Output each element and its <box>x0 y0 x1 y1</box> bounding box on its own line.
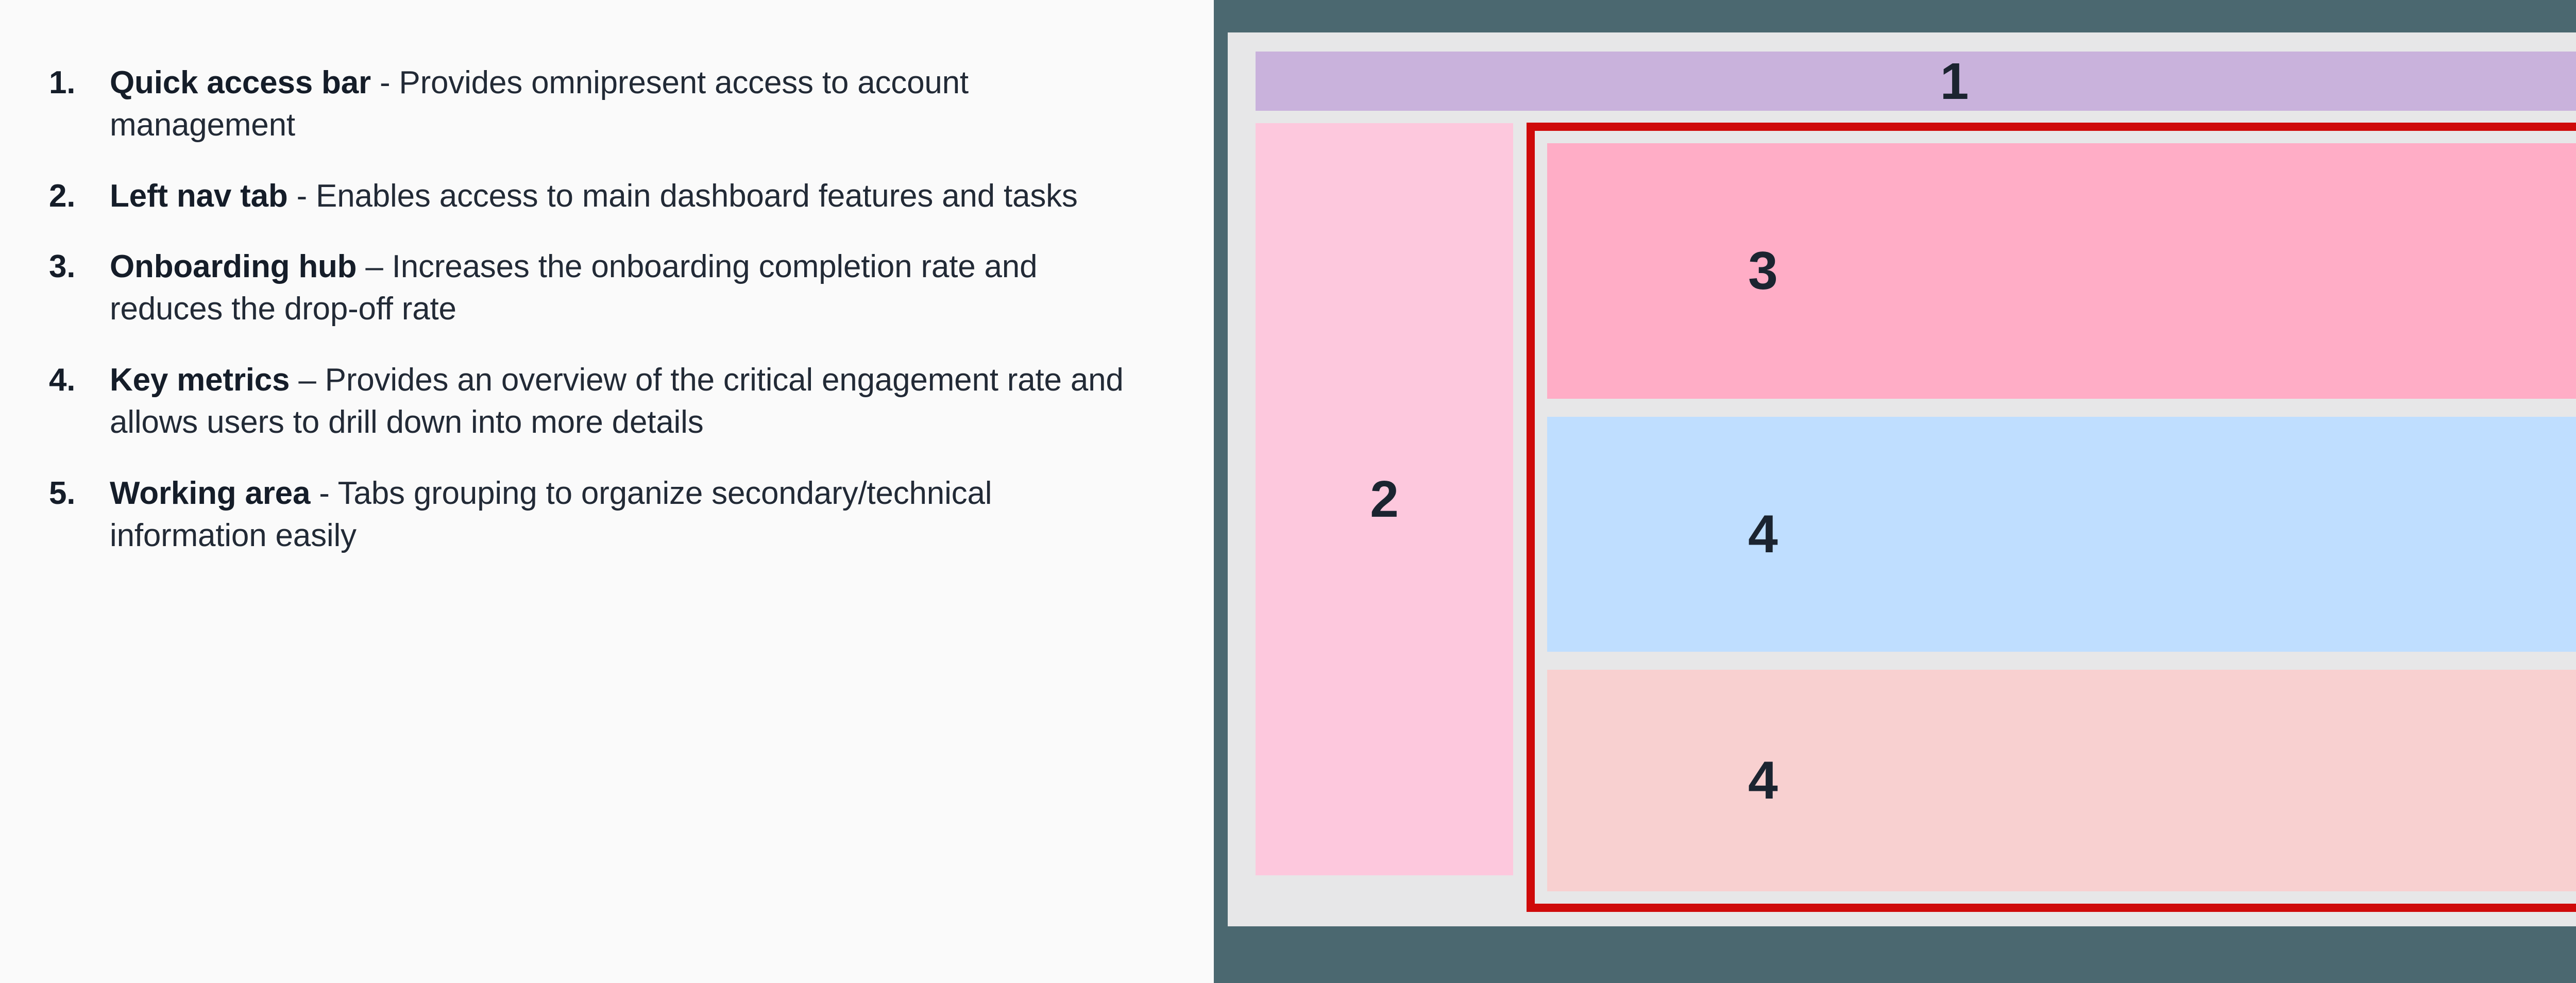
feature-list-panel: 1. Quick access bar - Provides omniprese… <box>0 0 1214 983</box>
list-item-number: 4. <box>49 362 76 398</box>
list-item-number: 3. <box>49 249 76 285</box>
list-item-title: Onboarding hub <box>110 249 357 285</box>
wireframe-label-4-primary: 4 <box>1748 504 1778 564</box>
list-item: 2. Left nav tab - Enables access to main… <box>49 175 1152 217</box>
wireframe-label-3: 3 <box>1748 241 1778 301</box>
wireframe-left-nav[interactable]: 2 <box>1256 123 1513 875</box>
list-item-title: Left nav tab <box>110 178 288 214</box>
wireframe-label-4-secondary: 4 <box>1748 751 1778 810</box>
wireframe-working-area-highlight <box>1527 123 2576 912</box>
app-window-canvas: 1 2 3 4 4 <box>1228 32 2576 926</box>
wireframe-key-metrics-primary[interactable]: 4 <box>1547 417 2576 652</box>
wireframe-quick-access-bar[interactable]: 1 <box>1256 52 2576 111</box>
wireframe-onboarding-hub[interactable]: 3 <box>1547 143 2576 399</box>
wireframe-label-1: 1 <box>1940 52 1969 110</box>
list-item-number: 1. <box>49 65 76 100</box>
list-item-title: Quick access bar <box>110 65 371 100</box>
list-item-title: Working area <box>110 475 311 511</box>
list-item: 4. Key metrics – Provides an overview of… <box>49 359 1152 444</box>
list-item: 3. Onboarding hub – Increases the onboar… <box>49 246 1152 330</box>
wireframe-key-metrics-secondary[interactable]: 4 <box>1547 670 2576 891</box>
list-item-number: 2. <box>49 178 76 214</box>
list-item-number: 5. <box>49 475 76 511</box>
list-item-description: - Provides omnipresent access to account… <box>110 65 969 143</box>
feature-list: 1. Quick access bar - Provides omniprese… <box>49 62 1152 556</box>
list-item-description: - Tabs grouping to organize secondary/te… <box>110 475 992 553</box>
list-item-description: – Provides an overview of the critical e… <box>110 362 1124 440</box>
list-item-description: - Enables access to main dashboard featu… <box>287 178 1078 214</box>
list-item: 1. Quick access bar - Provides omniprese… <box>49 62 1152 146</box>
wireframe-diagram-panel: 1 2 3 4 4 <box>1214 0 2576 983</box>
wireframe-label-2: 2 <box>1370 470 1399 528</box>
list-item-title: Key metrics <box>110 362 290 398</box>
list-item: 5. Working area - Tabs grouping to organ… <box>49 472 1152 557</box>
list-item-description: – Increases the onboarding completion ra… <box>110 249 1038 327</box>
